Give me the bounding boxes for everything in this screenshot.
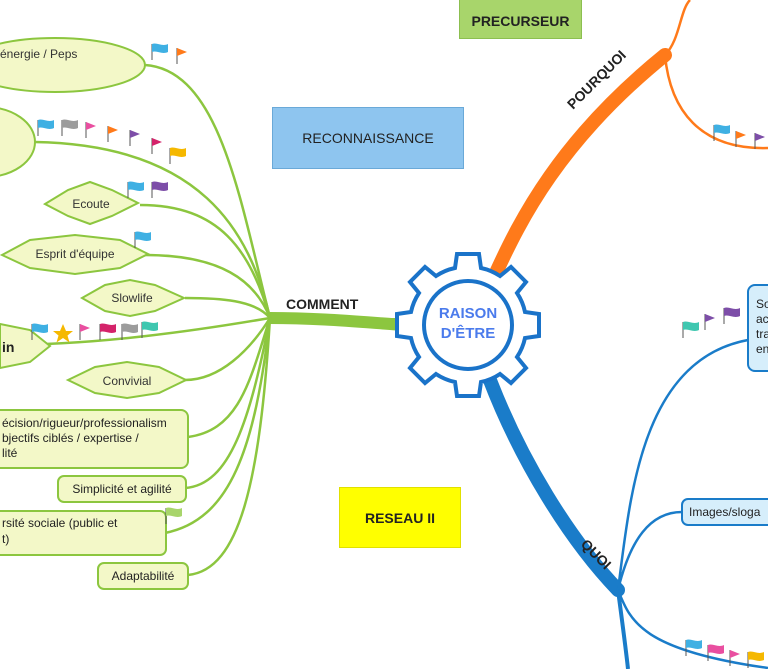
center-title-line1: RAISON [439, 305, 497, 322]
reseau-label: RESEAU II [364, 509, 435, 526]
quoi-sub-line-1 [616, 338, 749, 591]
node-ecoute-label: Ecoute [72, 197, 110, 211]
flag-icon [85, 122, 96, 138]
flag-icon [151, 43, 168, 60]
node-esprit-label: Esprit d'équipe [35, 247, 114, 261]
node-precision[interactable] [0, 409, 189, 469]
node-in[interactable] [0, 322, 52, 370]
flag-icon [682, 321, 699, 338]
node-adaptabilite[interactable] [97, 562, 189, 590]
flags-ecoute [127, 181, 168, 198]
node-slowlife[interactable] [79, 278, 187, 318]
flags-esprit [134, 231, 151, 248]
flag-icon [121, 323, 138, 340]
node-so[interactable] [747, 284, 768, 372]
flag-icon [151, 181, 168, 198]
flags-synergie [151, 43, 187, 64]
node-precision-line2: bjectifs ciblés / expertise / [2, 431, 139, 445]
flag-icon [37, 119, 54, 136]
pourquoi-sub-line [664, 0, 691, 56]
node-convivial-label: Convivial [103, 374, 152, 388]
node-simplicite[interactable] [57, 475, 187, 503]
quoi-sub-line-4 [616, 589, 630, 669]
node-big-ellipse[interactable] [0, 107, 36, 177]
node-synergie-label: énergie / Peps [0, 47, 77, 61]
flag-icon [729, 650, 740, 666]
node-diversite[interactable] [0, 510, 167, 556]
node-so-line3: tra [756, 327, 768, 341]
node-simplicite-label: Simplicité et agilité [72, 482, 172, 496]
reconnaissance-box[interactable]: RECONNAISSANCE [272, 107, 464, 169]
flags-big-ellipse [37, 119, 186, 164]
comment-sub-lines [0, 63, 272, 577]
node-so-line1: So [756, 297, 768, 311]
node-images-label: Images/sloga [689, 505, 761, 519]
flag-icon [61, 119, 78, 136]
precurseur-box[interactable]: PRECURSEUR [459, 0, 582, 39]
flag-icon [134, 231, 151, 248]
flags-in [31, 321, 158, 343]
flags-so [682, 307, 740, 338]
flag-icon [151, 138, 162, 154]
flag-icon [176, 48, 187, 64]
node-slowlife-label: Slowlife [111, 291, 153, 305]
pourquoi-sub-line-2 [663, 54, 768, 150]
node-convivial[interactable] [65, 360, 189, 400]
flag-icon [169, 147, 186, 164]
node-synergie[interactable] [0, 37, 146, 93]
node-so-line2: ac [756, 312, 768, 326]
flags-pourquoi [713, 124, 765, 149]
node-precision-line1: écision/rigueur/professionalism [2, 416, 167, 430]
flag-icon [723, 307, 740, 324]
node-esprit[interactable] [0, 233, 151, 276]
reseau-box[interactable]: RESEAU II [339, 487, 461, 548]
flag-icon [129, 130, 140, 146]
flag-icon [141, 321, 158, 338]
flag-icon [31, 323, 48, 340]
node-precision-line3: lité [2, 446, 18, 460]
flags-quoi-bottom [685, 639, 764, 668]
flag-icon [99, 323, 116, 340]
quoi-branch [481, 368, 625, 597]
node-so-line4: en [756, 342, 768, 356]
gear-icon[interactable] [395, 252, 541, 398]
flag-icon [704, 314, 715, 330]
flag-icon [735, 131, 746, 147]
center-title-line2: D'ÊTRE [441, 324, 495, 342]
precurseur-label: PRECURSEUR [471, 12, 570, 29]
comment-label: COMMENT [286, 296, 359, 312]
node-ecoute[interactable] [42, 180, 141, 226]
node-adaptabilite-label: Adaptabilité [112, 569, 175, 583]
flag-icon [707, 644, 724, 661]
node-diversite-line1: rsité sociale (public et [2, 516, 118, 530]
star-icon [53, 324, 73, 343]
comment-branch-thick [269, 312, 406, 331]
node-in-label: in [2, 339, 14, 355]
flags-diversite [165, 507, 182, 524]
reconnaissance-label: RECONNAISSANCE [302, 130, 434, 146]
node-diversite-line2: t) [2, 532, 9, 546]
flag-icon [754, 133, 765, 149]
pourquoi-branch [488, 48, 672, 282]
flag-icon [127, 181, 144, 198]
flag-icon [79, 324, 90, 340]
node-images[interactable] [681, 498, 768, 526]
flag-icon [713, 124, 730, 141]
flag-icon [747, 651, 764, 668]
flag-icon [107, 126, 118, 142]
quoi-sub-line-3 [616, 589, 768, 669]
flag-icon [685, 639, 702, 656]
quoi-sub-line-2 [616, 510, 683, 591]
flag-icon [165, 507, 182, 524]
